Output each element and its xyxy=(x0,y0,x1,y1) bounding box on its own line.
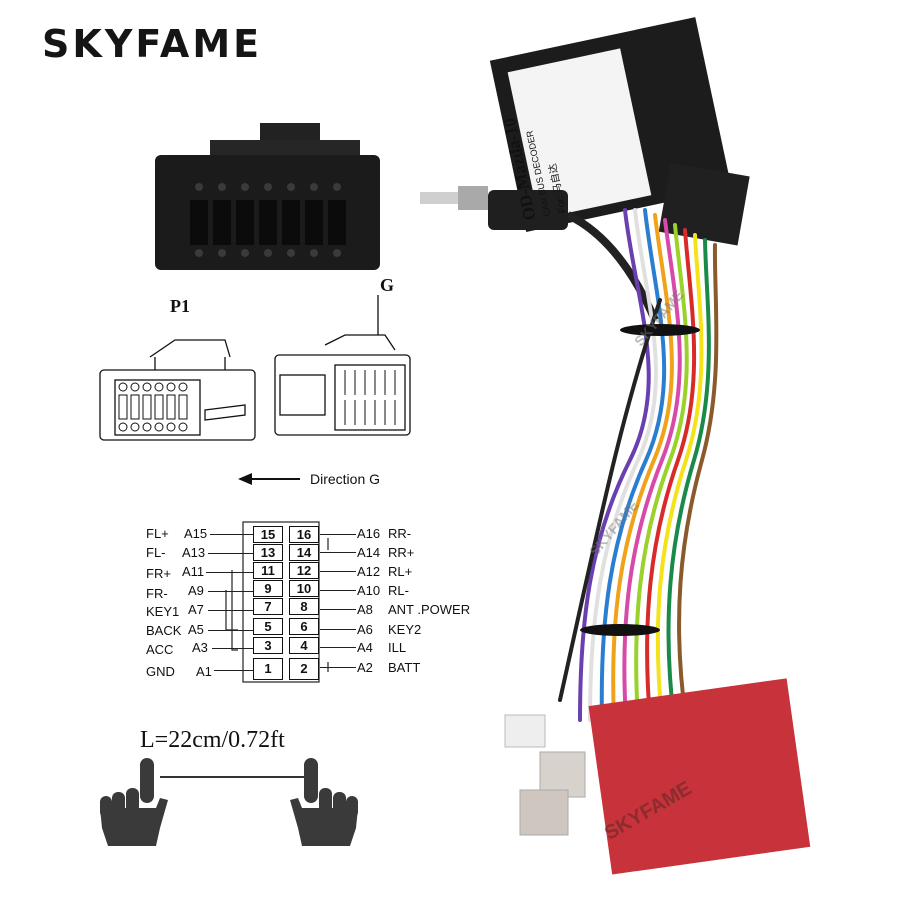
direction-label: Direction G xyxy=(310,471,381,487)
pin-name-fr-plus: FR+ xyxy=(146,566,171,581)
pin-7: 7 xyxy=(253,598,283,615)
pin-6: 6 xyxy=(289,618,319,635)
pin-name-ill: ILL xyxy=(388,640,407,655)
length-label: L=22cm/0.72ft xyxy=(140,727,285,753)
pin-name-fr-minus: FR- xyxy=(146,586,168,601)
pin-code-a6: A6 xyxy=(357,622,373,637)
pin-name-fl-minus: FL- xyxy=(146,545,166,560)
pin-13: 13 xyxy=(253,544,283,561)
pin-9: 9 xyxy=(253,580,283,597)
right-hand-icon xyxy=(290,758,358,846)
pin-12: 12 xyxy=(289,562,319,579)
pin-code-a4: A4 xyxy=(357,640,373,655)
pin-4: 4 xyxy=(289,637,319,654)
pin-code-a15: A15 xyxy=(184,526,208,541)
pin-code-a10: A10 xyxy=(357,583,381,598)
pin-16: 16 xyxy=(289,526,319,543)
pin-10: 10 xyxy=(289,580,319,597)
pin-1: 1 xyxy=(253,658,283,680)
pin-name-rr-minus: RR- xyxy=(388,526,412,541)
length-indicator xyxy=(160,776,305,778)
pin-code-a7: A7 xyxy=(188,602,204,617)
wiring-harness-image xyxy=(420,17,811,875)
pin-5: 5 xyxy=(253,618,283,635)
pin-code-a12: A12 xyxy=(357,564,381,579)
connector-p1-label: P1 xyxy=(170,296,190,316)
pin-code-a11: A11 xyxy=(182,564,205,579)
pin-code-a2: A2 xyxy=(357,660,373,675)
pin-name-rr-plus: RR+ xyxy=(388,545,415,560)
left-hand-icon xyxy=(100,758,168,846)
connector-g-label: G xyxy=(380,275,395,295)
pin-14: 14 xyxy=(289,544,319,561)
pin-name-rl-minus: RL- xyxy=(388,583,409,598)
pin-code-a8: A8 xyxy=(357,602,373,617)
pin-2: 2 xyxy=(289,658,319,680)
pin-name-back: BACK xyxy=(146,623,182,638)
pin-code-a3: A3 xyxy=(192,640,208,655)
pin-code-a1: A1 xyxy=(196,664,212,679)
pin-8: 8 xyxy=(289,598,319,615)
pin-code-a5: A5 xyxy=(188,622,204,637)
pin-15: 15 xyxy=(253,526,283,543)
direction-arrow-icon xyxy=(238,473,300,485)
pin-name-key1: KEY1 xyxy=(146,604,180,619)
pin-code-a16: A16 xyxy=(357,526,381,541)
pin-name-rl-plus: RL+ xyxy=(388,564,413,579)
pin-name-key2: KEY2 xyxy=(388,622,422,637)
pin-code-a13: A13 xyxy=(182,545,206,560)
pin-name-acc: ACC xyxy=(146,642,174,657)
pin-code-a9: A9 xyxy=(188,583,204,598)
pin-name-gnd: GND xyxy=(146,664,175,679)
iso-connector-image xyxy=(155,123,380,270)
pin-3: 3 xyxy=(253,637,283,654)
pin-name-ant-power: ANT .POWER xyxy=(388,602,471,617)
connector-p1-drawing xyxy=(99,339,256,441)
connector-g-drawing xyxy=(274,295,411,436)
pin-11: 11 xyxy=(253,562,283,579)
pin-name-batt: BATT xyxy=(388,660,421,675)
pin-code-a14: A14 xyxy=(357,545,381,560)
brand-logo: SKYFAME xyxy=(42,22,263,66)
pin-name-fl-plus: FL+ xyxy=(146,526,169,541)
